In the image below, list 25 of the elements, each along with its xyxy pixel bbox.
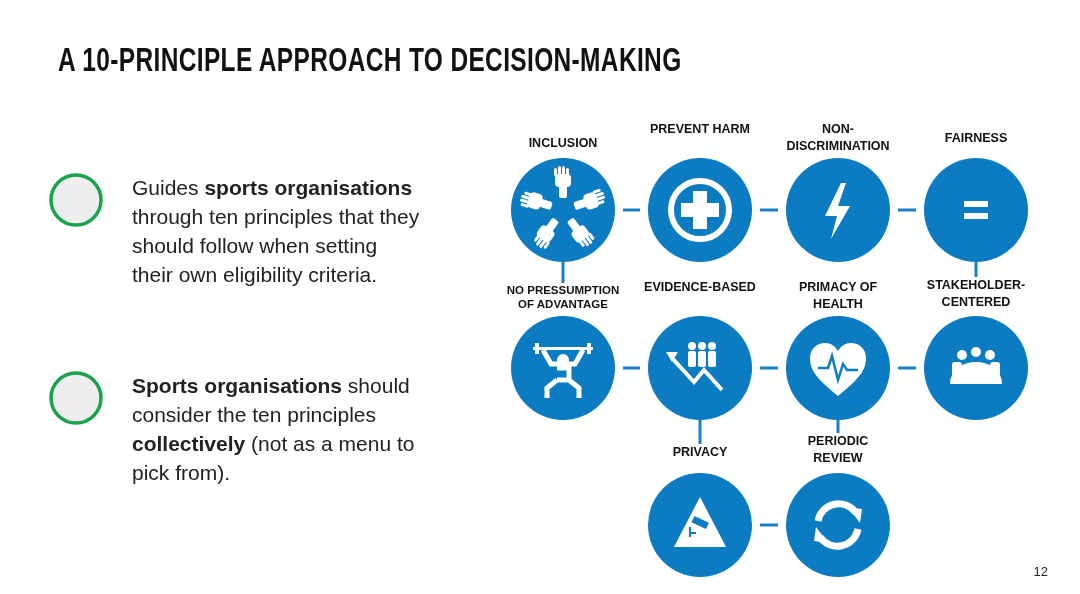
connector-line: [898, 366, 916, 370]
principle-label: NO PRESSUMPTION OF ADVANTAGE: [505, 283, 621, 311]
principle-label: STAKEHOLDER-CENTERED: [925, 277, 1027, 311]
connector-line: [561, 262, 565, 283]
principle-label: PRIMACY OF HEALTH: [797, 279, 879, 313]
connector-line: [898, 208, 916, 212]
principle-label: PERIODIC REVIEW: [806, 433, 870, 467]
connector-line: [974, 262, 978, 277]
bullet-text: Guides sports organisations through ten principles that they should follow when setting their own eligibility criteria.: [132, 175, 421, 288]
connector-line: [836, 420, 840, 433]
bullet-text: Sports organisations should consider the ten principles collectively (not as a menu to pick from).: [132, 373, 416, 486]
principle-label: INCLUSION: [527, 135, 599, 152]
principle-label: FAIRNESS: [943, 130, 1009, 147]
connector-line: [760, 523, 778, 527]
slide-title: A 10-PRINCIPLE APPROACH TO DECISION-MAKING: [58, 40, 682, 79]
connector-line: [698, 420, 702, 444]
connector-line: [760, 208, 778, 212]
connector-line: [623, 366, 640, 370]
page-number: 12: [1033, 564, 1048, 579]
principle-label: PRIVACY: [671, 444, 729, 461]
principle-label: EVIDENCE-BASED: [644, 279, 756, 296]
connector-line: [760, 366, 778, 370]
principle-label: NON-DISCRIMINATION: [785, 121, 891, 155]
connector-line: [623, 208, 640, 212]
principle-label: PREVENT HARM: [649, 121, 751, 138]
